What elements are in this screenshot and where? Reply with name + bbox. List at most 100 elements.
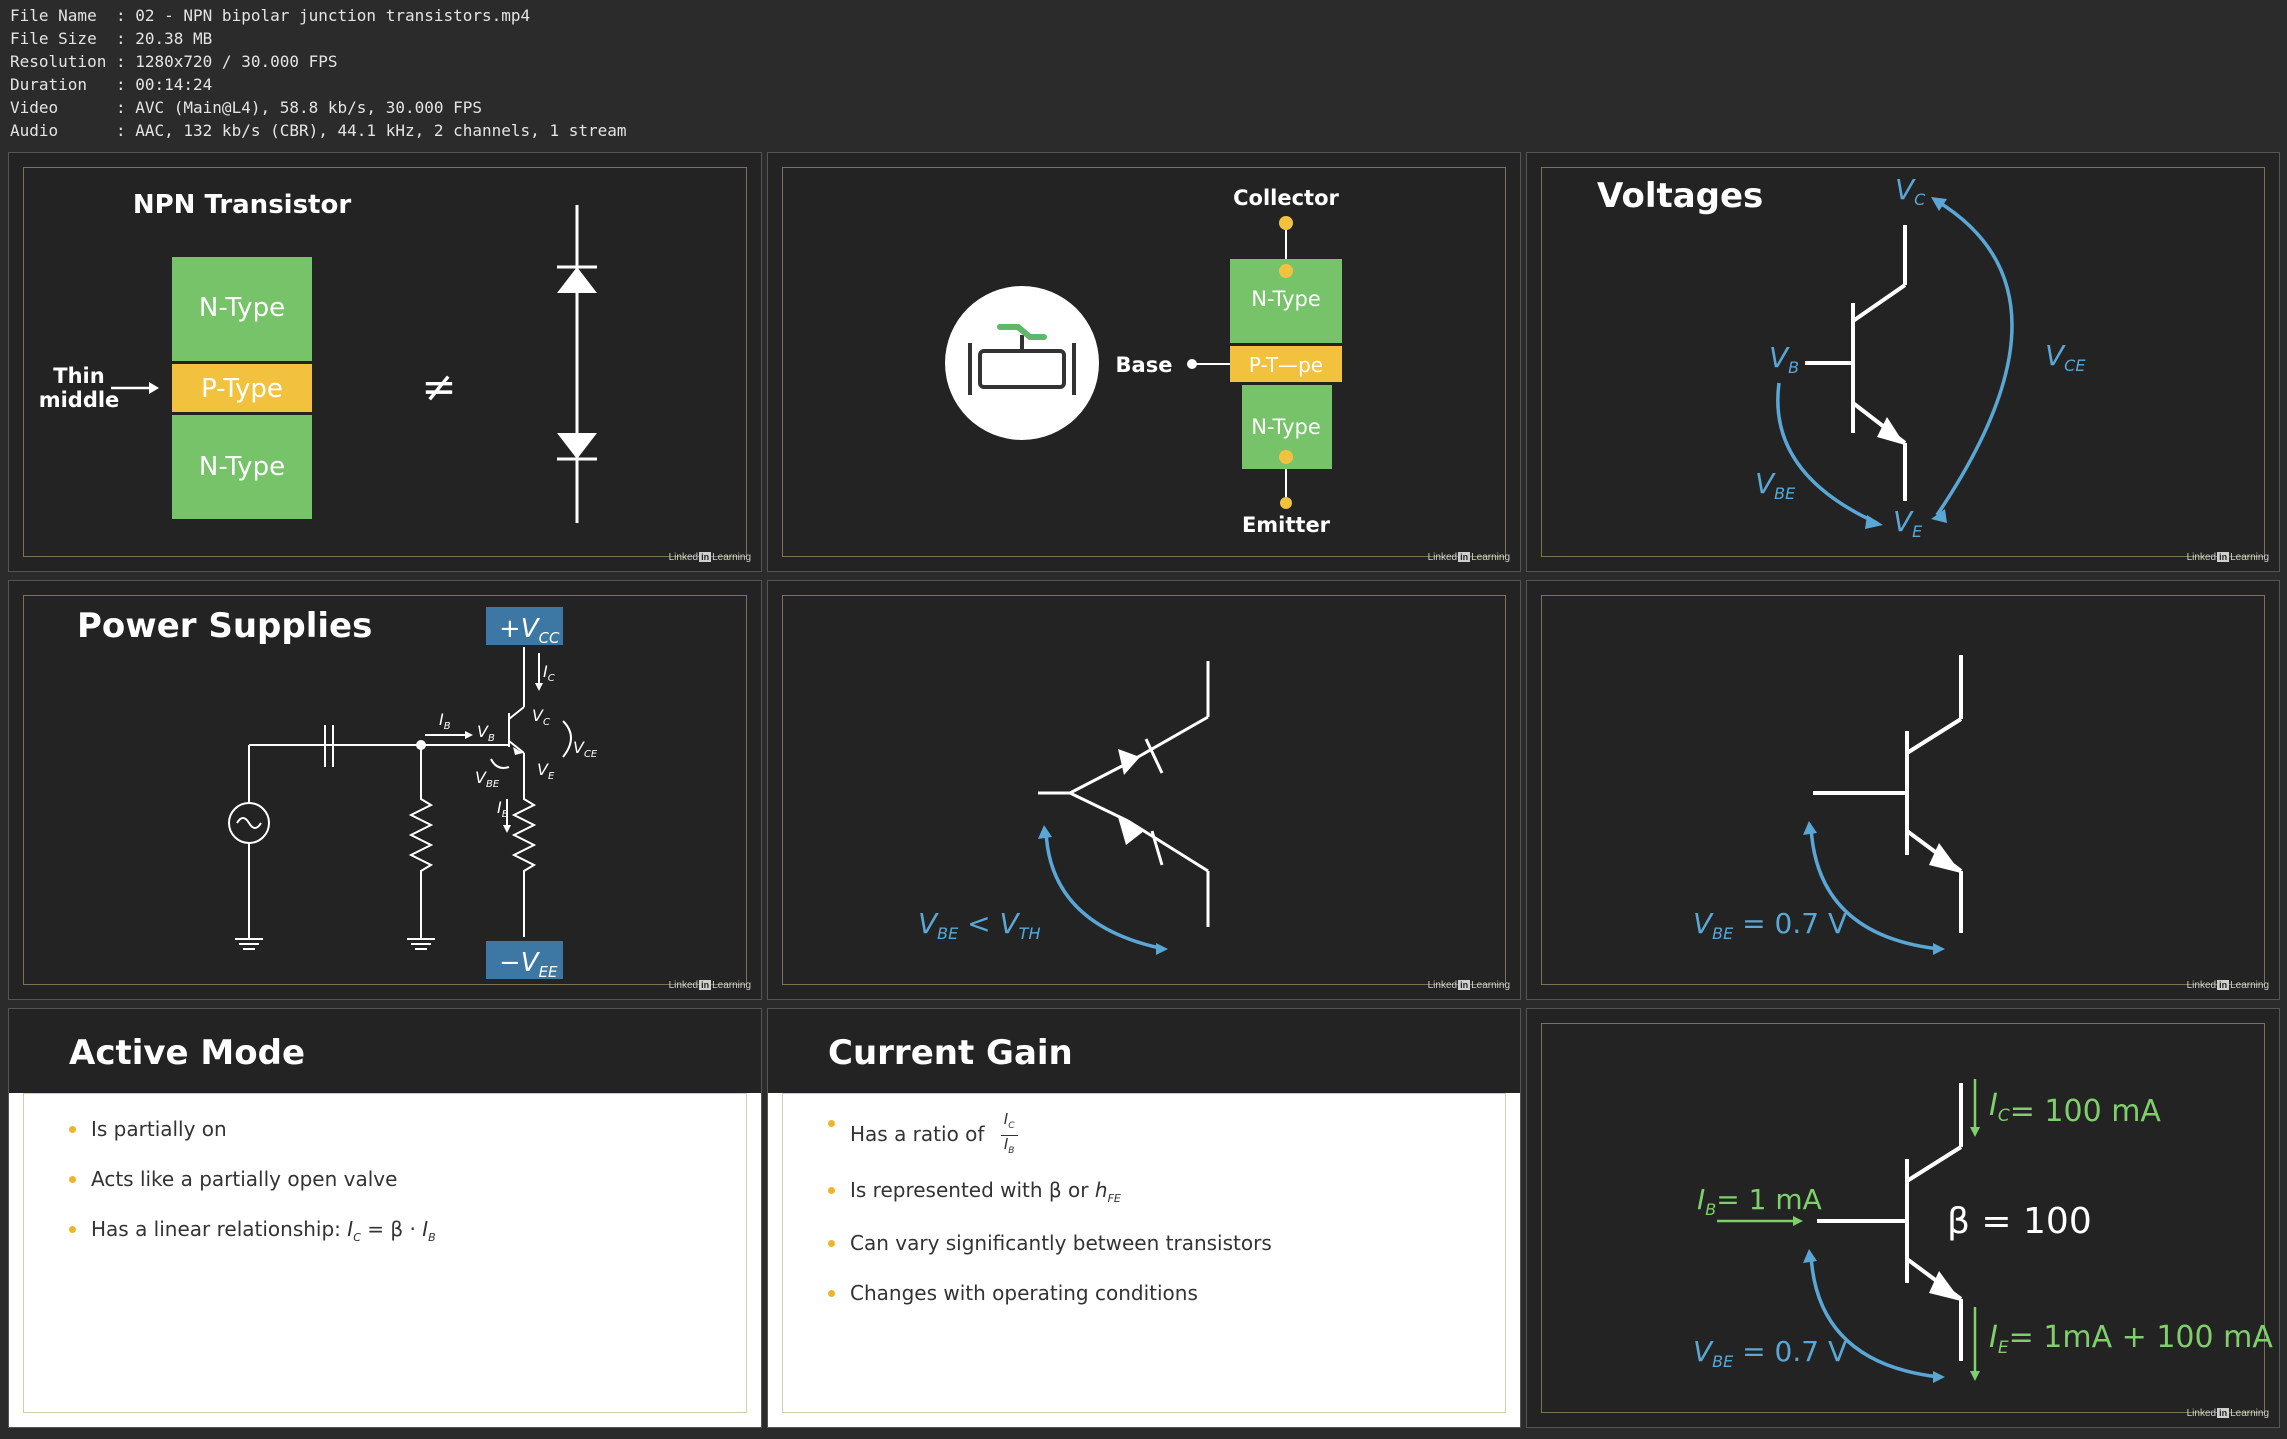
diode-lower-triangle <box>1118 817 1144 845</box>
emitter-arrow <box>513 747 523 755</box>
frame-border <box>1541 167 2265 557</box>
vbe-arc <box>1044 830 1165 951</box>
slide-title: Current Gain <box>828 1033 1073 1073</box>
diode-model-diagram: VBE < VTH <box>918 661 1210 955</box>
p-type-block <box>172 364 312 412</box>
ic-value-label: IC= 100 mA <box>1989 1088 2161 1129</box>
collector-minus-dot <box>1279 264 1293 278</box>
vce-arc <box>1935 199 2014 516</box>
frame-border <box>782 1093 1506 1413</box>
transistor-symbol <box>1813 655 1963 933</box>
thumbnail-cbe-layers[interactable]: Collector N-Type P-T—pe Base N-Type Emit… <box>767 152 1521 572</box>
emitter-arrow <box>1929 843 1961 873</box>
vbe-value-label: VBE = 0.7 V <box>1693 1335 1847 1371</box>
bullet-item: Has a ratio of IC IB <box>828 1111 1272 1160</box>
ie-value-label: IE= 1mA + 100 mA <box>1989 1320 2273 1358</box>
slide-title: NPN Transistor <box>133 190 352 220</box>
voltages-diagram: Voltages VC VB VCE VBE VE <box>1597 173 2086 541</box>
not-equal-sign: ≠ <box>421 362 456 411</box>
vee-box <box>486 941 563 979</box>
vc-label: VC <box>532 706 550 728</box>
junction-dot <box>416 740 426 750</box>
info-row-resolution: Resolution : 1280x720 / 30.000 FPS <box>10 52 338 71</box>
thin-label: Thin <box>53 364 104 388</box>
base-terminal <box>1187 359 1197 369</box>
thumbnail-power-supplies[interactable]: Power Supplies +VCC −VEE <box>8 580 762 1000</box>
vbe-arc <box>1809 826 1940 951</box>
n-type-bottom-label: N-Type <box>1251 415 1321 439</box>
slide-title: Voltages <box>1597 176 1763 216</box>
thumbnail-npn-transistor[interactable]: NPN Transistor N-Type P-Type N-Type Thin… <box>8 152 762 572</box>
vcc-box <box>486 607 563 645</box>
valve-handle <box>997 324 1047 340</box>
slide-title: Active Mode <box>69 1033 306 1073</box>
n-type-top-block <box>172 257 312 361</box>
bullet-item: Changes with operating conditions <box>828 1281 1272 1305</box>
thumbnail-beta-100[interactable]: IC= 100 mA IB= 1 mA β = 100 IE= 1mA + 10… <box>1526 1008 2280 1428</box>
content-panel: Has a ratio of IC IB Is represented with… <box>768 1093 1520 1427</box>
cbe-diagram: Collector N-Type P-T—pe Base N-Type Emit… <box>945 186 1342 537</box>
vee-label: −VEE <box>499 948 558 981</box>
vbe-arc <box>1809 1254 1940 1379</box>
bullet-list: Is partially on Acts like a partially op… <box>69 1117 436 1270</box>
npn-layer-diagram: NPN Transistor N-Type P-Type N-Type Thin… <box>39 190 597 523</box>
frame-border <box>782 595 1506 985</box>
vb-label: VB <box>1769 341 1799 377</box>
diode-down-triangle <box>557 433 597 459</box>
vbe-07v-label: VBE = 0.7 V <box>1693 907 1847 943</box>
transistor-symbol <box>1817 1083 1963 1361</box>
collector-label: Collector <box>1233 186 1339 210</box>
bullet-item: Is represented with β or hFE <box>828 1178 1272 1205</box>
middle-label: middle <box>39 388 120 412</box>
ratio-fraction: IC IB <box>1000 1111 1018 1160</box>
emitter-arrow <box>1877 417 1905 445</box>
frame-border <box>1541 595 2265 985</box>
vce-label: VCE <box>573 738 598 760</box>
thumbnail-current-gain[interactable]: Current Gain Has a ratio of IC IB Is rep… <box>767 1008 1521 1428</box>
circuit-wires <box>228 647 572 950</box>
frame-border <box>1541 1023 2265 1413</box>
vce-label: VCE <box>2045 339 2086 375</box>
file-info-panel: File Name : 02 - NPN bipolar junction tr… <box>10 4 810 144</box>
emitter-terminal <box>1280 497 1292 509</box>
vc-label: VC <box>1895 173 1926 209</box>
ic-label: IC <box>543 662 555 684</box>
info-row-video: Video : AVC (Main@L4), 58.8 kb/s, 30.000… <box>10 98 483 117</box>
info-row-filename: File Name : 02 - NPN bipolar junction tr… <box>10 6 531 25</box>
arrow-head <box>149 382 159 394</box>
n-type-top-label: N-Type <box>1251 287 1321 311</box>
frame-border <box>23 595 747 985</box>
emitter-arrow <box>1929 1271 1961 1301</box>
emitter-label: Emitter <box>1242 513 1331 537</box>
bullet-item: Can vary significantly between transisto… <box>828 1231 1272 1255</box>
ib-label: IB <box>439 710 451 732</box>
n-type-top-label: N-Type <box>199 293 285 323</box>
diode-upper-triangle <box>1118 749 1140 775</box>
n-type-bottom-block <box>172 415 312 519</box>
p-type-block <box>1230 346 1342 382</box>
ve-label: VE <box>1893 505 1923 541</box>
frame-border <box>23 167 747 557</box>
n-type-bottom-label: N-Type <box>199 452 285 482</box>
thumbnail-active-mode[interactable]: Active Mode Is partially on Acts like a … <box>8 1008 762 1428</box>
beta-label: β = 100 <box>1947 1201 2092 1242</box>
diode-up-triangle <box>557 267 597 293</box>
info-row-duration: Duration : 00:14:24 <box>10 75 213 94</box>
p-type-label: P-T—pe <box>1249 353 1323 377</box>
bullet-item: Is partially on <box>69 1117 436 1141</box>
valve-circle <box>945 286 1099 440</box>
vbe-label: VBE <box>475 768 500 790</box>
vbe-arc <box>1776 382 1878 525</box>
ve-label: VE <box>537 760 555 782</box>
frame-border <box>23 1093 747 1413</box>
vbe-lt-vth-label: VBE < VTH <box>918 907 1040 943</box>
